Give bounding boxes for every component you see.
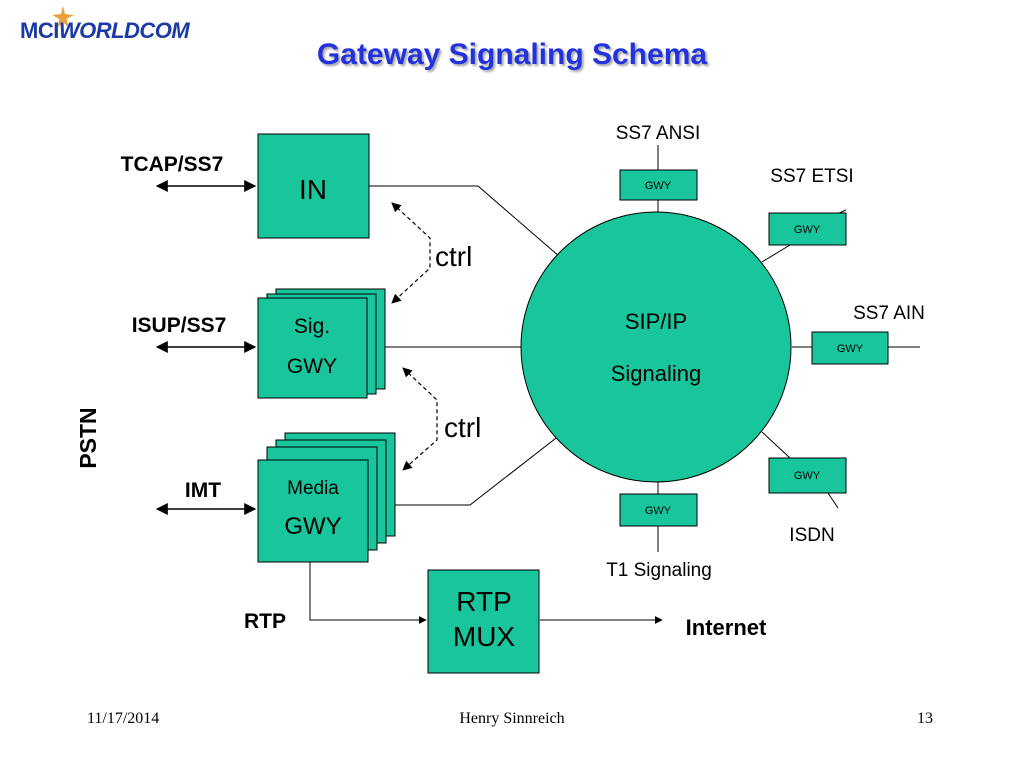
gwy-isdn-label: GWY — [794, 470, 821, 482]
connector-lines — [309, 145, 920, 624]
logo-worldcom: WORLDCOM — [58, 18, 190, 43]
in-box — [257, 133, 370, 239]
pstn-label: PSTN — [75, 407, 101, 468]
circle-label-2: Signaling — [611, 361, 702, 386]
sig-gwy-label-2: GWY — [287, 355, 337, 378]
sip-ip-circle — [520, 211, 792, 483]
slide-title: Gateway Signaling Schema — [316, 38, 708, 71]
logo-text: MCIWORLDCOM — [20, 18, 190, 44]
media-gwy-to-circle-line — [395, 434, 561, 506]
logo-star-icon — [52, 6, 74, 28]
ctrl-label-1: ctrl — [435, 241, 472, 272]
rtp-mux-label-1: RTP — [456, 586, 512, 617]
ctrl-arrows — [391, 202, 438, 471]
media-gwy-label-2: GWY — [284, 513, 341, 540]
gateway-box-labels: GWY GWY GWY GWY GWY — [645, 180, 864, 517]
ctrl-label-2: ctrl — [444, 412, 481, 443]
gwy-ss7-etsi-label: GWY — [794, 224, 821, 236]
footer-page-number: 13 — [917, 710, 933, 727]
sig-gwy-stack — [257, 288, 386, 399]
gwy-ss7-etsi-box — [768, 212, 847, 246]
isup-ss7-label: ISUP/SS7 — [132, 314, 227, 337]
gwy-ss7-ain-label: GWY — [837, 343, 864, 355]
gwy-ss7-ansi-box — [619, 169, 698, 201]
ctrl-arrow-2 — [402, 367, 438, 471]
ss7-ansi-label: SS7 ANSI — [616, 123, 701, 144]
in-box-label: IN — [299, 174, 327, 205]
gwy-ss7-ansi-label: GWY — [645, 180, 672, 192]
isdn-upper-line — [761, 431, 791, 459]
gwy-ss7-ain-box — [811, 331, 889, 365]
rtp-label: RTP — [244, 610, 286, 633]
gwy-isdn-box — [768, 457, 847, 494]
gateway-network-labels: SS7 ANSI SS7 ETSI SS7 AIN ISDN T1 Signal… — [606, 123, 925, 581]
sig-gwy-label-1: Sig. — [294, 315, 330, 338]
footer-author: Henry Sinnreich — [459, 710, 565, 727]
mci-worldcom-logo: MCIWORLDCOM — [20, 6, 210, 50]
ctrl-arrow-1 — [391, 202, 431, 304]
ss7-etsi-label: SS7 ETSI — [770, 166, 853, 187]
ss7-ain-label: SS7 AIN — [853, 303, 925, 324]
circle-label-1: SIP/IP — [625, 309, 687, 334]
media-to-rtp-mux-line — [309, 562, 427, 624]
rtp-mux-label-2: MUX — [453, 621, 516, 652]
t1-signaling-label: T1 Signaling — [606, 560, 712, 581]
gateway-boxes — [619, 169, 889, 527]
media-gwy-stack — [257, 432, 396, 563]
gateway-diagram: IN Sig. GWY Media GWY RTP MUX SIP/IP Sig… — [75, 123, 925, 674]
imt-label: IMT — [185, 479, 221, 502]
isdn-label: ISDN — [789, 525, 834, 546]
internet-label: Internet — [686, 615, 767, 640]
gwy-t1-label: GWY — [645, 505, 672, 517]
ss7-etsi-lower-line — [761, 244, 791, 263]
rtp-mux-box — [427, 569, 540, 674]
media-gwy-box-1 — [257, 459, 369, 563]
pstn-labels: TCAP/SS7 ISUP/SS7 IMT RTP PSTN — [75, 153, 286, 633]
footer-date: 11/17/2014 — [87, 710, 160, 727]
tcap-ss7-label: TCAP/SS7 — [121, 153, 224, 176]
sig-gwy-front-box — [257, 297, 368, 399]
gwy-t1-box — [619, 493, 698, 527]
pstn-arrows — [155, 180, 257, 515]
media-gwy-label-1: Media — [287, 478, 339, 499]
in-to-circle-line — [369, 185, 561, 258]
isdn-lower-line — [827, 492, 839, 509]
logo-mci: MCI — [20, 18, 59, 43]
